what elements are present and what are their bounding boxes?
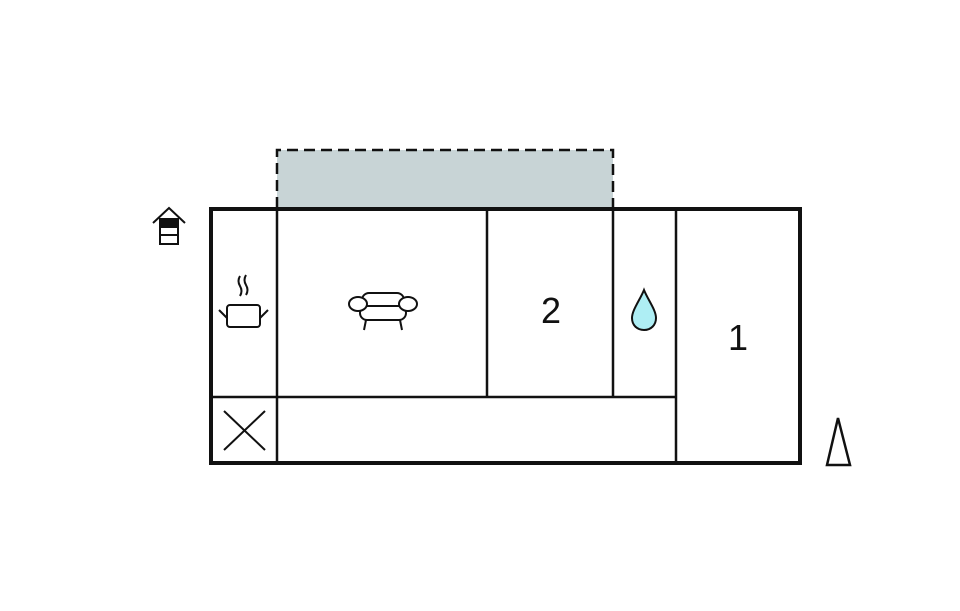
cross-icon [223, 410, 266, 451]
terrace [275, 148, 615, 208]
cooking-pot-icon [218, 274, 269, 328]
sofa-icon [348, 292, 418, 331]
house-entrance-icon [152, 206, 186, 245]
north-arrow-icon [825, 417, 852, 467]
bedroom-2-label: 2 [540, 290, 562, 331]
water-drop-icon [630, 287, 658, 332]
outer-wall [209, 207, 802, 465]
bedroom-1-label: 1 [727, 317, 749, 358]
inner-walls [211, 209, 678, 463]
